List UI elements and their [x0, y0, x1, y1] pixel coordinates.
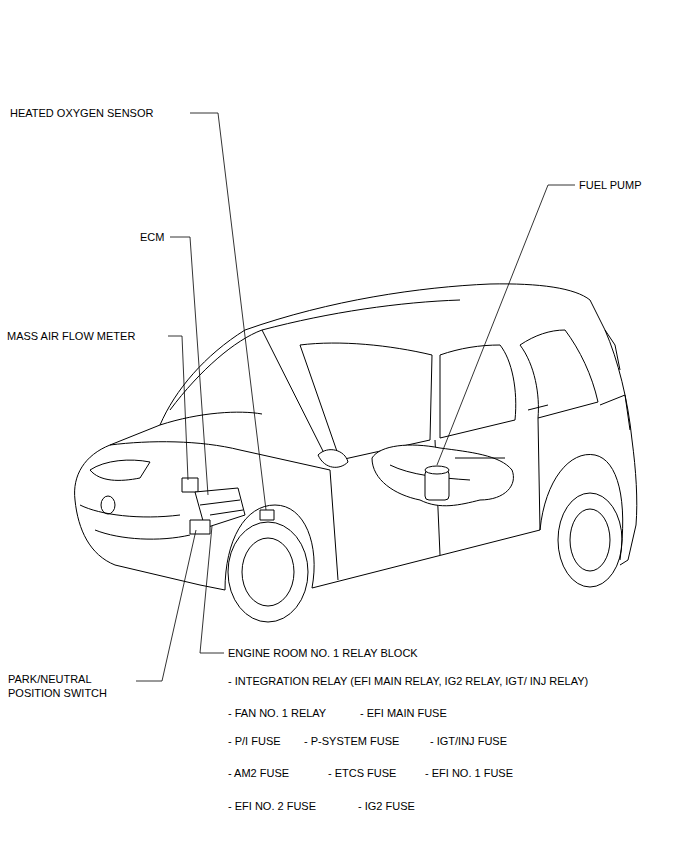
part-label: - FAN NO. 1 RELAY — [228, 706, 326, 720]
part-label: ECM — [140, 230, 164, 244]
part-label: - IG2 FUSE — [358, 799, 415, 813]
part-label: FUEL PUMP — [579, 178, 642, 192]
leader-lines — [136, 113, 575, 681]
part-label: - P-SYSTEM FUSE — [304, 734, 399, 748]
part-label: - P/I FUSE — [228, 734, 281, 748]
part-label: - AM2 FUSE — [228, 766, 289, 780]
part-label: - IGT/INJ FUSE — [430, 734, 507, 748]
part-label: ENGINE ROOM NO. 1 RELAY BLOCK — [228, 646, 418, 660]
part-label: - ETCS FUSE — [328, 766, 396, 780]
part-label: - EFI NO. 2 FUSE — [228, 799, 316, 813]
part-label: - EFI MAIN FUSE — [360, 706, 447, 720]
part-label: HEATED OXYGEN SENSOR — [10, 106, 153, 120]
part-label: - EFI NO. 1 FUSE — [425, 766, 513, 780]
part-label: - INTEGRATION RELAY (EFI MAIN RELAY, IG2… — [228, 674, 588, 688]
part-label: MASS AIR FLOW METER — [7, 329, 135, 343]
part-label: PARK/NEUTRAL POSITION SWITCH — [8, 672, 133, 700]
